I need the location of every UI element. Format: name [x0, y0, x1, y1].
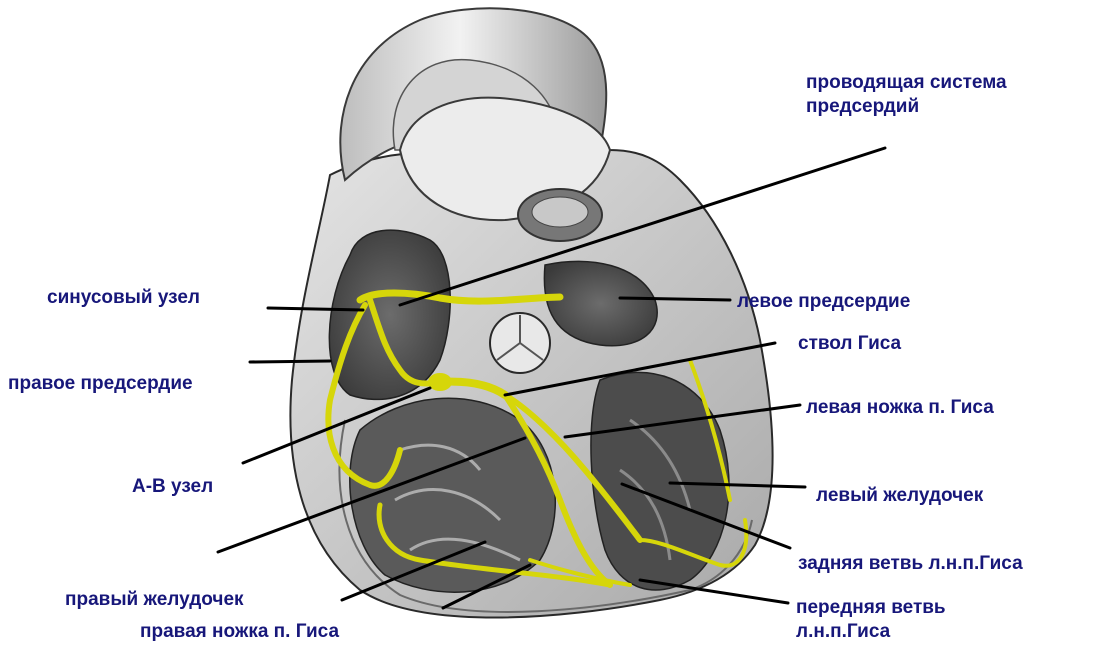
label-left-ventricle: левый желудочек: [816, 484, 983, 508]
label-av-node: А-В узел: [132, 475, 213, 499]
leader-left-atrium: [620, 298, 730, 300]
label-anterior-fascicle-line1: передняя ветвь: [796, 596, 946, 620]
label-his-trunk: ствол Гиса: [798, 332, 901, 356]
label-left-atrium: левое предсердие: [737, 290, 910, 314]
label-right-bundle-branch: правая ножка п. Гиса: [140, 620, 339, 644]
label-anterior-fascicle: передняя ветвь л.н.п.Гиса: [796, 596, 946, 644]
label-anterior-fascicle-line2: л.н.п.Гиса: [796, 620, 946, 644]
label-sinus-node: синусовый узел: [47, 286, 200, 310]
label-atrial-conduction-line1: проводящая система: [806, 71, 1007, 95]
label-right-atrium: правое предсердие: [8, 372, 193, 396]
label-posterior-fascicle: задняя ветвь л.н.п.Гиса: [798, 552, 1023, 576]
leader-right-atrium: [250, 361, 330, 362]
label-left-bundle-branch: левая ножка п. Гиса: [806, 396, 994, 420]
leader-sinus-node: [268, 308, 363, 310]
label-right-ventricle: правый желудочек: [65, 588, 244, 612]
label-atrial-conduction-line2: предсердий: [806, 95, 1007, 119]
label-atrial-conduction: проводящая система предсердий: [806, 71, 1007, 119]
